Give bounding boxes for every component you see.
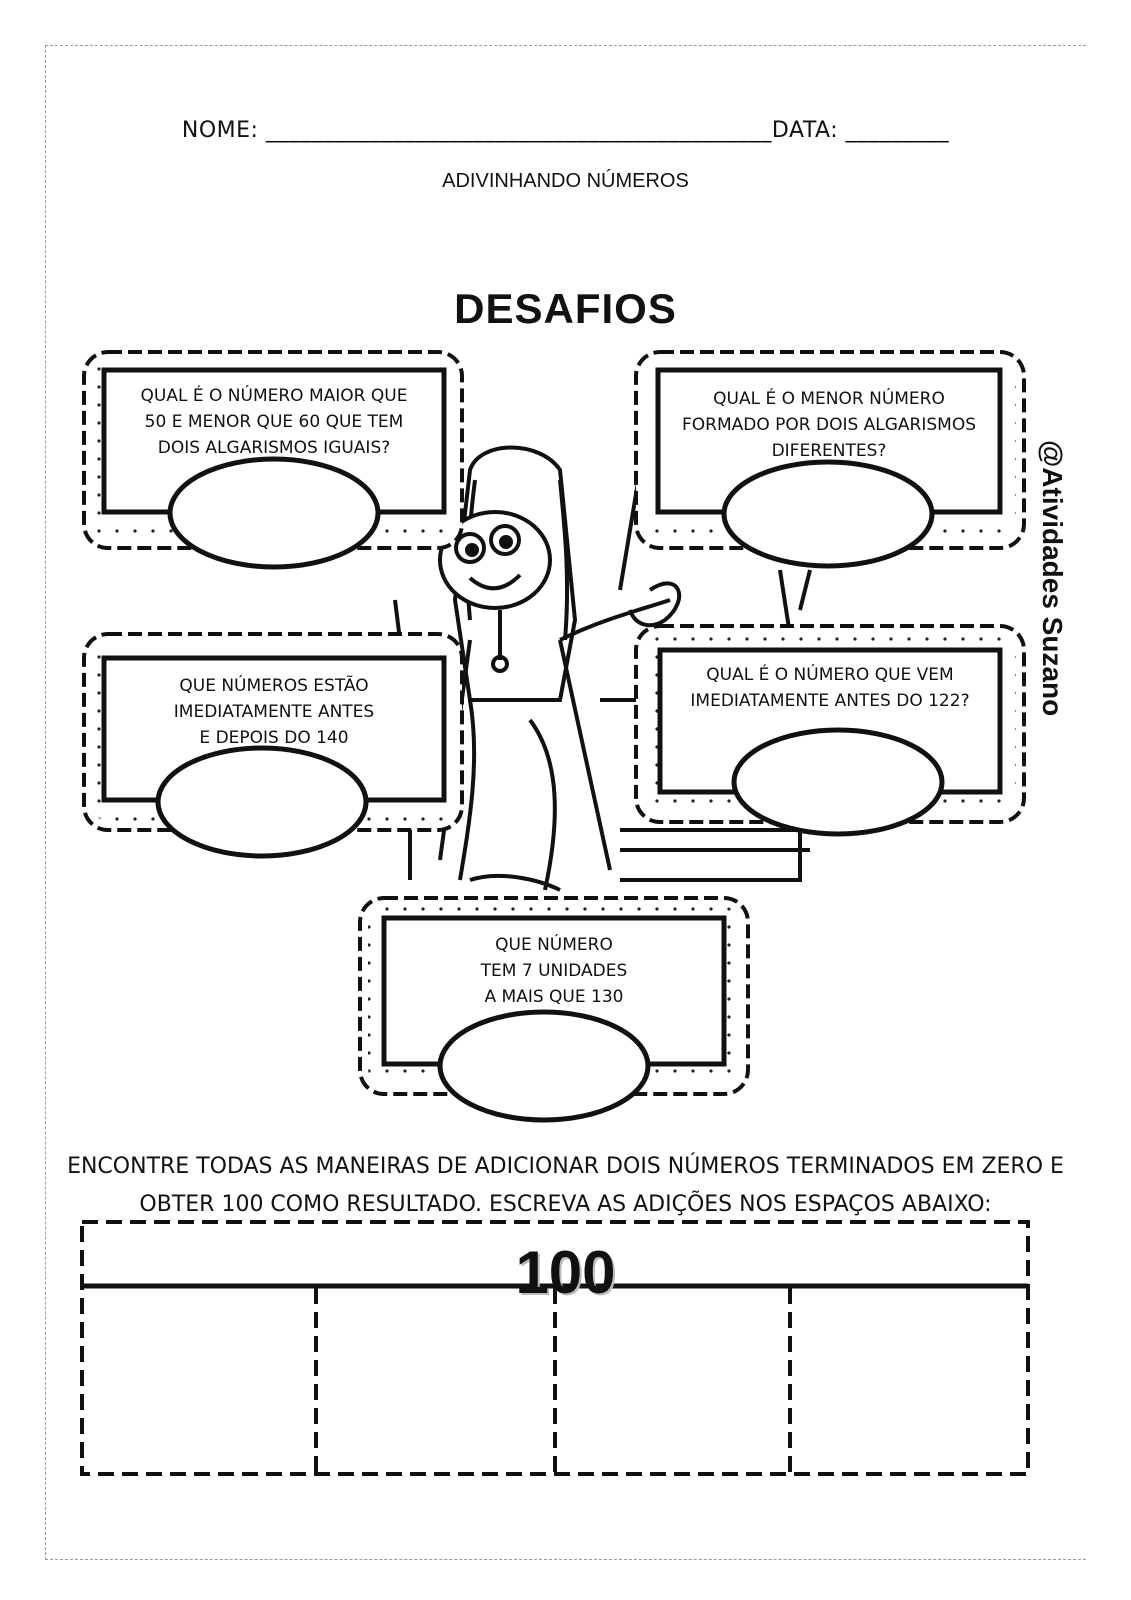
challenge-question-3: QUE NÚMEROS ESTÃO IMEDIATAMENTE ANTES E … [173,676,375,748]
teacher-illustration [393,445,812,892]
answer-cell-3[interactable] [559,1292,786,1470]
answer-oval-2[interactable] [721,459,935,569]
challenge-question-1: QUAL É O NÚMERO MAIOR QUE 50 E MENOR QUE… [140,386,408,458]
answer-oval-4[interactable] [731,727,945,837]
page-border [45,45,1086,1560]
challenge-frame-5 [358,896,750,1123]
answer-oval-1[interactable] [167,456,381,570]
name-date-line: NOME: __________________________________… [181,118,950,143]
worksheet-subtitle: ADIVINHANDO NÚMEROS [442,170,689,192]
addition-instructions: ENCONTRE TODAS AS MANEIRAS DE ADICIONAR … [67,1154,1064,1217]
answer-cell-4[interactable] [794,1292,1024,1470]
challenge-frame-3 [82,632,464,859]
answer-table [80,1220,1030,1476]
table-header-number: 100 [515,1239,616,1306]
worksheet-title: DESAFIOS [454,285,677,332]
challenge-frame-1 [82,350,464,570]
answer-oval-5[interactable] [437,1009,651,1123]
challenge-question-4: QUAL É O NÚMERO QUE VEM IMEDIATAMENTE AN… [690,665,970,711]
challenge-frame-2 [634,350,1026,569]
answer-oval-3[interactable] [155,745,369,859]
challenge-frame-4 [634,624,1026,837]
answer-cell-1[interactable] [86,1292,312,1470]
answer-cell-2[interactable] [320,1292,551,1470]
challenge-question-2: QUAL É O MENOR NÚMERO FORMADO POR DOIS A… [681,389,977,461]
challenge-question-5: QUE NÚMERO TEM 7 UNIDADES A MAIS QUE 130 [480,935,628,1007]
